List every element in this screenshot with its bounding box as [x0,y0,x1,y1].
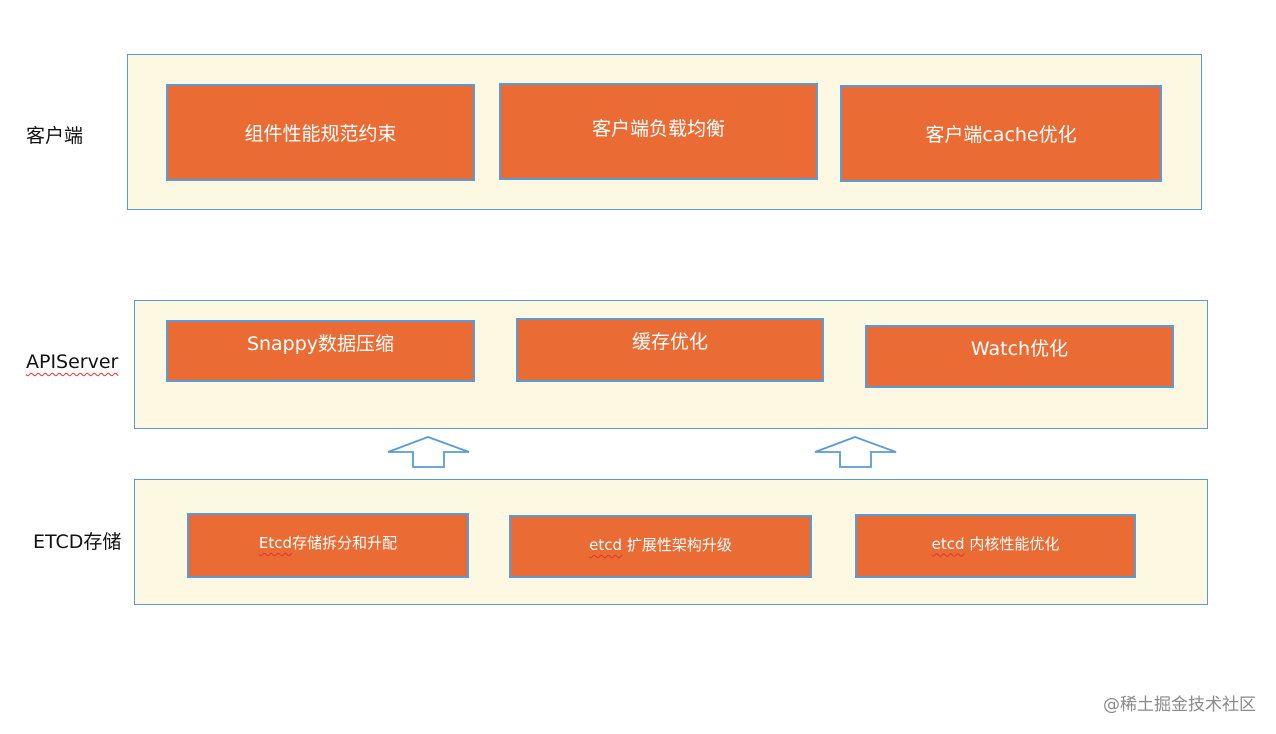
etcd-box-kernel-perf-rest: 内核性能优化 [964,534,1060,553]
etcd-box-scalability-rest: 扩展性架构升级 [622,536,732,554]
layer-label-apiserver-text: APIServer [26,351,119,373]
client-box-component-perf: 组件性能规范约束 [166,84,475,181]
apiserver-box-snappy-label: Snappy数据压缩 [246,333,395,355]
etcd-box-split-upgrade: Etcd存储拆分和升配 [187,513,469,578]
layer-label-apiserver: APIServer [26,351,118,373]
up-arrow-left [387,436,470,468]
etcd-box-split-upgrade-label: Etcd存储拆分和升配 [259,532,397,553]
etcd-box-kernel-perf: etcd 内核性能优化 [855,514,1136,578]
etcd-box-split-upgrade-prefix: Etcd [258,534,293,552]
layer-label-client: 客户端 [26,125,84,147]
client-box-component-perf-label: 组件性能规范约束 [244,123,397,145]
etcd-box-kernel-perf-prefix: etcd [931,534,965,553]
client-box-load-balance-label: 客户端负载均衡 [591,118,725,140]
client-box-cache: 客户端cache优化 [840,85,1162,182]
client-box-load-balance: 客户端负载均衡 [499,83,818,180]
etcd-box-scalability-label: etcd 扩展性架构升级 [589,534,732,555]
apiserver-box-watch: Watch优化 [865,325,1174,388]
apiserver-box-cache: 缓存优化 [516,318,824,382]
apiserver-box-cache-label: 缓存优化 [631,331,708,353]
etcd-box-kernel-perf-label: etcd 内核性能优化 [932,533,1060,554]
watermark: @稀土掘金技术社区 [1103,695,1256,715]
up-arrow-right [814,436,897,468]
client-box-cache-label: 客户端cache优化 [925,124,1077,146]
apiserver-box-watch-label: Watch优化 [970,338,1069,360]
layer-label-etcd: ETCD存储 [33,531,122,553]
etcd-box-scalability: etcd 扩展性架构升级 [509,515,812,578]
etcd-box-split-upgrade-rest: 存储拆分和升配 [292,534,398,552]
etcd-box-scalability-prefix: etcd [589,536,623,554]
apiserver-box-snappy: Snappy数据压缩 [166,320,475,382]
